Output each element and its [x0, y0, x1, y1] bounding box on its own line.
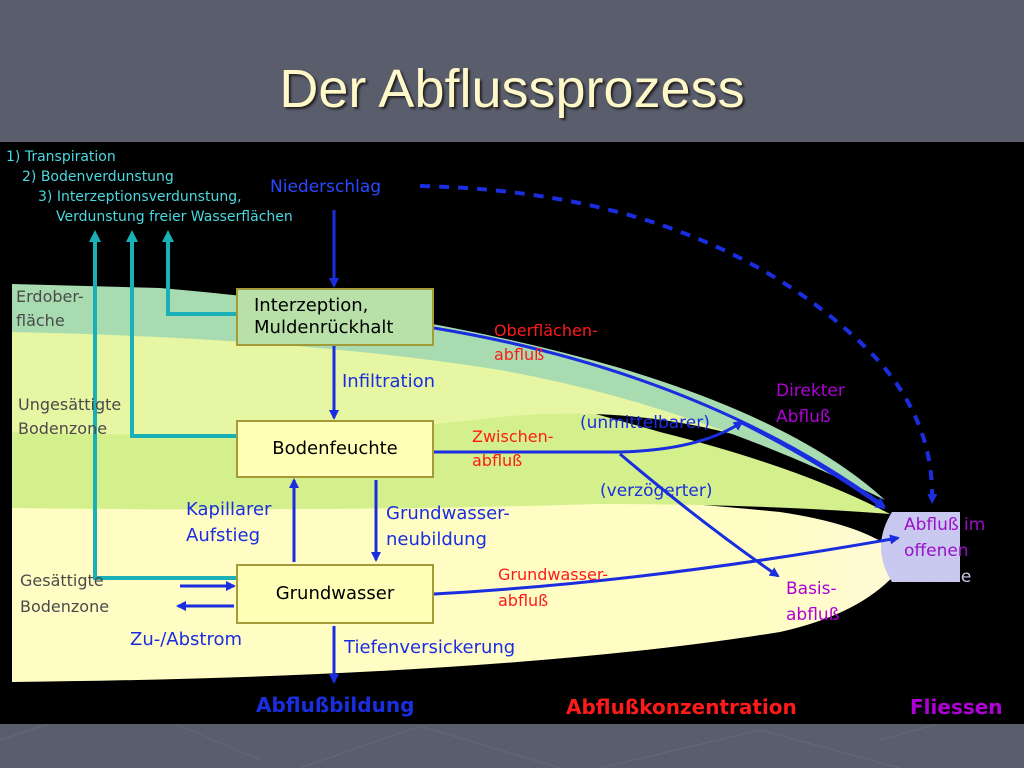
slide-title: Der Abflussprozess: [279, 59, 745, 119]
runoff-process-diagram: 1) Transpiration 2) Bodenverdunstung 3) …: [0, 142, 1024, 724]
phase-flow-label: Fliessen: [910, 695, 1003, 719]
interception-box: Interzeption, Muldenrückhalt: [236, 288, 434, 346]
interception-evaporation-label: 3) Interzeptionsverdunstung,: [38, 189, 242, 205]
precipitation-dashed-arrow: [419, 184, 938, 504]
groundwater-runoff-arrow: [433, 534, 900, 596]
transpiration-arrow: [89, 230, 237, 580]
capillary-label-1: Kapillarer: [186, 499, 272, 520]
inflow-outflow-label: Zu-/Abstrom: [130, 629, 243, 650]
open-water-evaporation-label: Verdunstung freier Wasserflächen: [56, 209, 293, 225]
deep-percolation-label: Tiefenversickerung: [344, 637, 516, 658]
saturated-zone: [12, 492, 905, 682]
base-flow-label-2: abfluß: [786, 605, 840, 625]
immediate-label: (unmittelbarer): [580, 413, 710, 433]
surface-runoff-label-2: abfluß: [494, 345, 545, 364]
soil-moisture-box-label: Bodenfeuchte: [272, 438, 398, 460]
groundwater-runoff-label-2: abfluß: [498, 591, 549, 610]
saturated-zone-label-2: Bodenzone: [20, 597, 110, 616]
channel-label-1: Abfluß im: [904, 515, 986, 535]
surface-zone-label-2: fläche: [16, 311, 65, 330]
surface-runoff-label-1: Oberflächen-: [494, 321, 598, 340]
direct-runoff-label-2: Abfluß: [776, 407, 831, 427]
soil-moisture-box: Bodenfeuchte: [236, 420, 434, 478]
channel-zone: [881, 512, 960, 582]
direct-runoff-label-1: Direkter: [776, 381, 845, 401]
surface-zone-label-1: Erdober-: [16, 287, 84, 306]
unsaturated-zone-label-1: Ungesättigte: [18, 395, 122, 414]
recharge-label-2: neubildung: [386, 529, 487, 550]
soil-evaporation-arrow: [126, 230, 237, 438]
channel-label-3: Gerinne: [904, 567, 972, 587]
unsaturated-zone-upper: [12, 332, 760, 442]
interception-evaporation-arrow: [162, 230, 237, 316]
saturated-zone-label-1: Gesättigte: [20, 571, 104, 590]
diagram-graphics: [12, 184, 960, 684]
surface-zone: [12, 284, 885, 500]
delayed-label: (verzögerter): [600, 481, 713, 501]
groundwater-box: Grundwasser: [236, 564, 434, 624]
recharge-label-1: Grundwasser-: [386, 503, 510, 524]
soil-evaporation-label: 2) Bodenverdunstung: [22, 169, 174, 185]
phase-concentration-label: Abflußkonzentration: [566, 695, 797, 719]
infiltration-label: Infiltration: [342, 371, 436, 392]
interception-box-line1: Interzeption,: [254, 295, 369, 317]
interception-box-line2: Muldenrückhalt: [254, 317, 394, 338]
groundwater-runoff-label-1: Grundwasser-: [498, 565, 609, 584]
interflow-label-1: Zwischen-: [472, 427, 554, 446]
base-flow-label-1: Basis-: [786, 579, 837, 599]
interflow-arrow: [434, 420, 744, 454]
channel-label-2: offenen: [904, 541, 969, 561]
interflow-label-2: abfluß: [472, 451, 523, 470]
capillary-label-2: Aufstieg: [186, 525, 260, 546]
unsaturated-zone-label-2: Bodenzone: [18, 419, 108, 438]
surface-runoff-arrow: [433, 326, 886, 508]
precipitation-label: Niederschlag: [270, 177, 382, 197]
transpiration-label: 1) Transpiration: [6, 149, 116, 165]
groundwater-box-label: Grundwasser: [275, 583, 395, 605]
phase-formation-label: Abflußbildung: [256, 693, 415, 717]
delayed-interflow-arrow: [619, 452, 780, 578]
direct-runoff-arrow: [739, 420, 886, 510]
